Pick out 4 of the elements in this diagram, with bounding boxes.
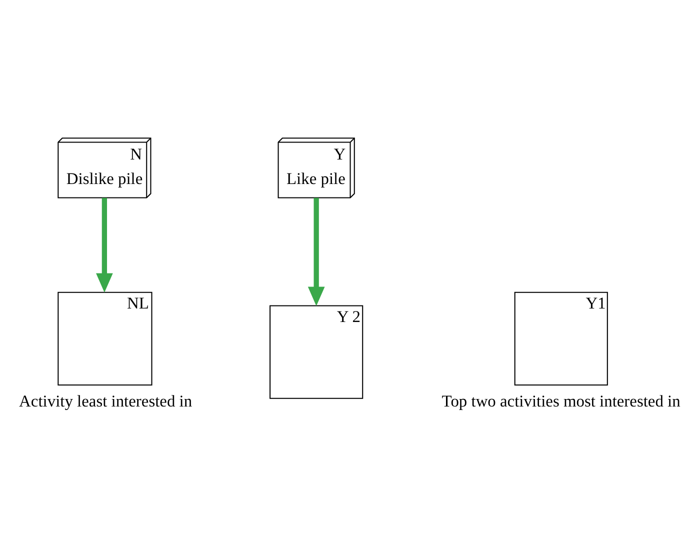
arrow: [308, 198, 325, 306]
node-label: Top two activities most interested in: [442, 391, 680, 410]
node-label: Activity least interested in: [19, 391, 192, 410]
arrow: [96, 198, 113, 293]
